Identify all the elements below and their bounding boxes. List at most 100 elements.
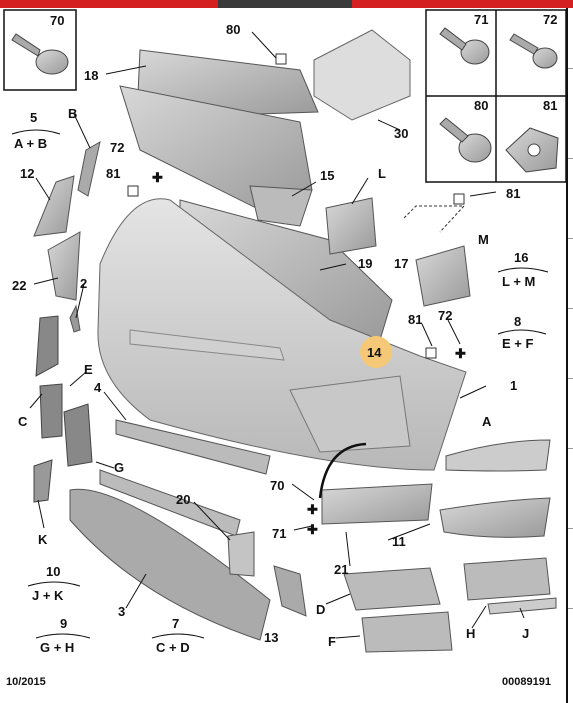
fastener-marker-80 (275, 53, 287, 65)
side-brackets (33, 141, 101, 333)
grille-bracket (227, 531, 255, 577)
label-22: 22 (12, 278, 26, 293)
connector-thick (318, 442, 367, 499)
fog-cover-c (35, 315, 59, 377)
label-30: 30 (394, 126, 408, 141)
footer-date: 10/2015 (6, 676, 46, 688)
fastener-marker-81 (127, 185, 139, 197)
bumper-cover (97, 198, 467, 471)
label-1: 1 (510, 378, 517, 393)
brand-logo (218, 0, 352, 8)
label-j: J (522, 626, 529, 641)
label-d: D (316, 602, 325, 617)
label-h: H (466, 626, 475, 641)
footer-ref: 00089191 (502, 676, 551, 688)
label-10: 10 (46, 564, 60, 579)
label-8: 8 (514, 314, 521, 329)
lower-grille (69, 488, 271, 641)
fastener-box-70: 70 (3, 9, 77, 91)
label-c: C (18, 414, 28, 429)
label-b: B (68, 106, 77, 121)
label-m: M (478, 232, 489, 247)
svg-text:81: 81 (543, 98, 557, 113)
side-grille-insert (273, 565, 307, 617)
label-20: 20 (176, 492, 190, 507)
label-21: 21 (334, 562, 348, 577)
push-clip-icon (439, 27, 490, 65)
screw-icon (11, 33, 69, 75)
label-16-sub: L + M (502, 274, 535, 289)
sensor-clip-kit (313, 29, 411, 121)
leader-lines (29, 31, 525, 639)
trim-a (445, 439, 551, 472)
label-8-sub: E + F (502, 336, 533, 351)
label-81c: 81 (408, 312, 422, 327)
label-l: L (378, 166, 386, 181)
lower-grille-strip (115, 419, 271, 475)
label-3: 3 (118, 604, 125, 619)
label-18: 18 (84, 68, 98, 83)
label-k: K (38, 532, 48, 547)
label-7: 7 (172, 616, 179, 631)
label-71: 71 (272, 526, 286, 541)
label-12: 12 (20, 166, 34, 181)
label-81a: 81 (106, 166, 120, 181)
plus-marker: ✚ (307, 502, 318, 517)
fog-grille-f (361, 611, 453, 653)
screw-icon (509, 33, 558, 69)
label-19: 19 (358, 256, 372, 271)
label-16: 16 (514, 250, 528, 265)
fastener-marker-81c (453, 193, 465, 205)
svg-text:71: 71 (474, 12, 488, 27)
group-braces (11, 129, 549, 639)
label-70: 70 (270, 478, 284, 493)
fastener-marker-81b (425, 347, 437, 359)
plus-marker: ✚ (455, 346, 466, 361)
label-11: 11 (392, 534, 406, 549)
part-labels: 80 18 30 5 A + B B 72 81 15 12 L 81 M 16… (12, 22, 535, 655)
fog-cover-e (39, 383, 63, 439)
label-4: 4 (94, 380, 102, 395)
label-5: 5 (30, 110, 37, 125)
trim-k (33, 459, 53, 503)
fastener-box-71-72-80-81: 71 72 80 81 (425, 9, 566, 183)
page-border (566, 8, 568, 703)
label-9: 9 (60, 616, 67, 631)
label-72a: 72 (110, 140, 124, 155)
label-10-sub: J + K (32, 588, 64, 603)
connector-dashed (403, 205, 466, 233)
label-e: E (84, 362, 93, 377)
label-7-sub: C + D (156, 640, 190, 655)
lower-trim-11 (439, 497, 551, 538)
fog-grille-d (343, 567, 441, 611)
svg-text:80: 80 (474, 98, 488, 113)
label-g: G (114, 460, 124, 475)
label-14: 14 (367, 345, 382, 360)
label-17: 17 (394, 256, 408, 271)
mount-l (325, 197, 377, 255)
plus-marker: ✚ (307, 522, 318, 537)
upper-reinforcement (119, 49, 319, 227)
svg-text:72: 72 (543, 12, 557, 27)
rivet-clip-icon (439, 117, 492, 163)
label-15: 15 (320, 168, 334, 183)
bracket-clip-icon (505, 127, 559, 173)
plus-marker: ✚ (152, 170, 163, 185)
svg-text:70: 70 (50, 13, 64, 28)
label-72b: 72 (438, 308, 452, 323)
highlight-circle (360, 336, 392, 368)
label-80: 80 (226, 22, 240, 37)
lower-trim-21 (321, 483, 433, 525)
label-2: 2 (80, 276, 87, 291)
label-9-sub: G + H (40, 640, 74, 655)
label-f: F (328, 634, 336, 649)
mount-m (415, 245, 471, 307)
margin-ticks (568, 8, 573, 703)
label-81b: 81 (506, 186, 520, 201)
fog-grille-h (463, 557, 551, 601)
label-a: A (482, 414, 492, 429)
label-13: 13 (264, 630, 278, 645)
fog-cover-g (63, 403, 93, 467)
chrome-strip-j (487, 597, 557, 615)
